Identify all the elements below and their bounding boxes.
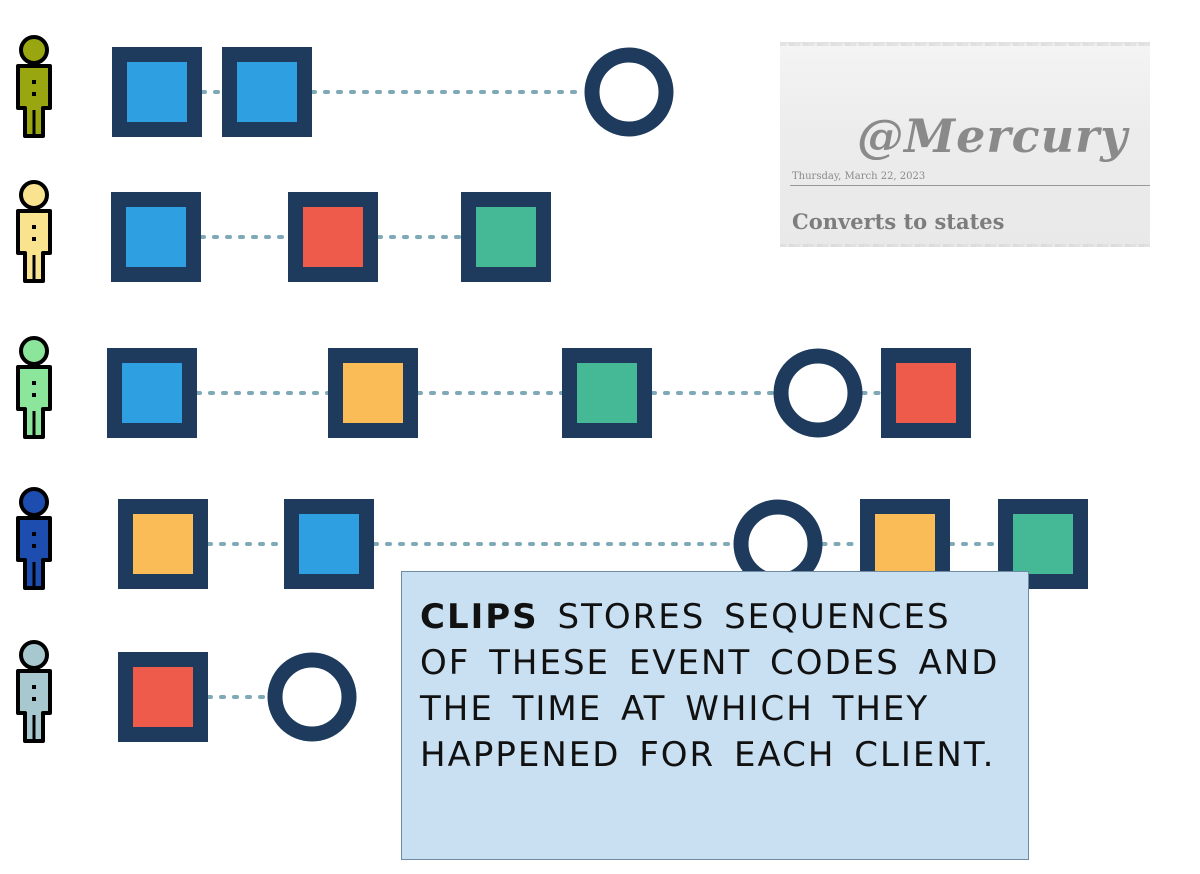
event-square-red <box>303 207 363 267</box>
callout-box: CLIPS stores sequences of these event co… <box>401 571 1029 860</box>
event-circle <box>773 348 863 438</box>
person-head <box>19 487 49 517</box>
person-head <box>19 35 49 65</box>
newspaper-masthead: @Mercury <box>857 109 1128 163</box>
newspaper-rule <box>790 185 1150 186</box>
torn-edge-top <box>780 43 1150 46</box>
event-square-green <box>476 207 536 267</box>
person-body <box>16 365 52 439</box>
event-circle <box>733 499 823 589</box>
client-row <box>16 180 551 283</box>
person-head <box>19 180 49 210</box>
event-square-blue <box>299 514 359 574</box>
person-button <box>32 80 36 84</box>
event-square-green <box>577 363 637 423</box>
person-button <box>32 393 36 397</box>
event-square-red <box>133 667 193 727</box>
event-square-blue <box>127 62 187 122</box>
person-icon <box>16 487 52 590</box>
newspaper-clipping: @Mercury Thursday, March 22, 2023 Conver… <box>780 42 1150 247</box>
person-button <box>32 92 36 96</box>
event-square-red <box>896 363 956 423</box>
callout-text: stores sequences of these event codes an… <box>420 597 1000 775</box>
event-square-blue <box>237 62 297 122</box>
event-square-blue <box>122 363 182 423</box>
person-body <box>16 669 52 743</box>
event-circle <box>267 652 357 742</box>
person-icon <box>16 336 52 439</box>
person-body <box>16 209 52 283</box>
person-head <box>19 640 49 670</box>
person-button <box>32 685 36 689</box>
event-square-amber <box>875 514 935 574</box>
person-button <box>32 697 36 701</box>
person-icon <box>16 640 52 743</box>
event-square-green <box>1013 514 1073 574</box>
event-square-amber <box>133 514 193 574</box>
event-square-amber <box>343 363 403 423</box>
person-icon <box>16 180 52 283</box>
person-button <box>32 544 36 548</box>
client-row <box>16 640 357 743</box>
callout-bold-term: CLIPS <box>420 597 539 637</box>
event-square-blue <box>126 207 186 267</box>
torn-edge-bottom <box>780 244 1150 247</box>
client-row <box>16 487 1088 590</box>
person-body <box>16 516 52 590</box>
person-button <box>32 237 36 241</box>
person-head <box>19 336 49 366</box>
person-button <box>32 225 36 229</box>
person-button <box>32 381 36 385</box>
client-row <box>16 336 971 439</box>
newspaper-headline: Converts to states <box>792 209 1005 234</box>
person-body <box>16 64 52 138</box>
newspaper-dateline: Thursday, March 22, 2023 <box>792 171 926 182</box>
client-row <box>16 35 674 138</box>
person-icon <box>16 35 52 138</box>
person-button <box>32 532 36 536</box>
event-circle <box>584 47 674 137</box>
